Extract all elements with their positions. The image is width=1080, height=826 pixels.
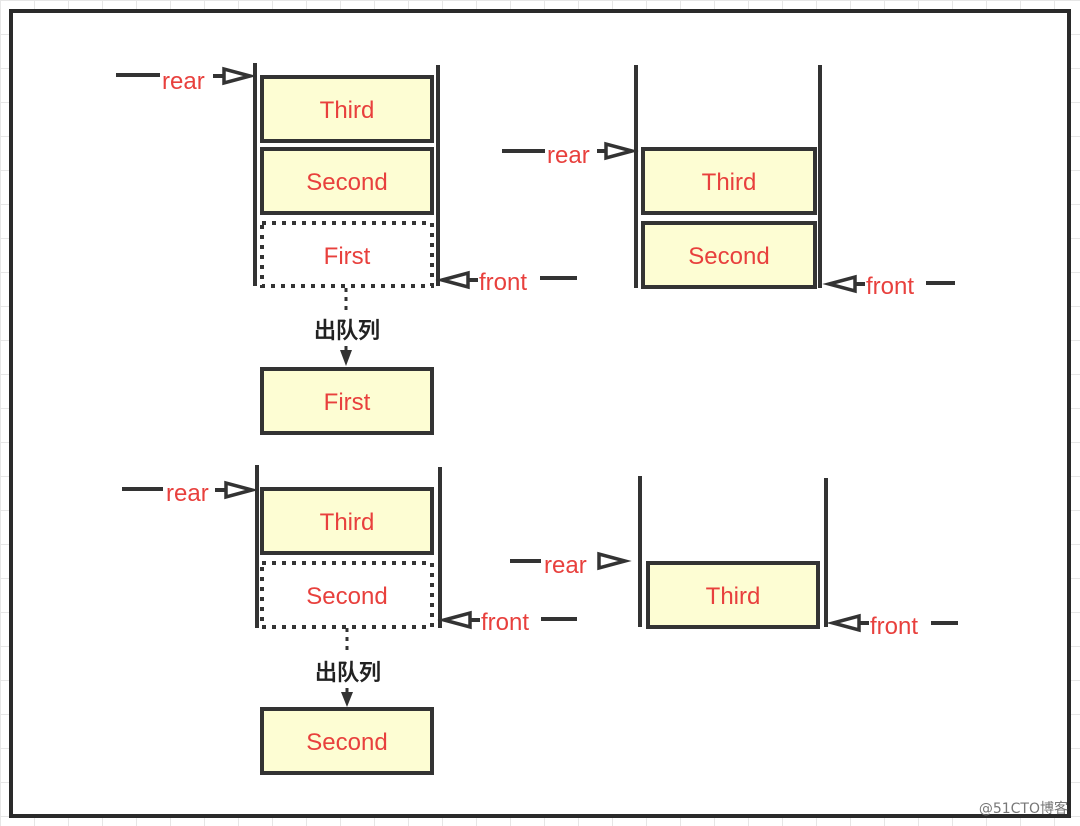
rear-arrow-icon xyxy=(604,141,639,161)
rear-label: rear xyxy=(166,480,209,507)
queue-item-box xyxy=(646,561,820,629)
queue-item-label: Second xyxy=(306,583,387,610)
queue-item-box xyxy=(641,147,817,215)
panel-3-queue: Third Second rear front 出队列 Second xyxy=(122,465,577,775)
queue-item-label: First xyxy=(324,243,371,270)
arrow-down-icon xyxy=(341,692,353,707)
dequeued-slot-box xyxy=(260,221,434,288)
dequeued-slot-box xyxy=(260,561,434,629)
queue-item-label: Second xyxy=(688,243,769,270)
dequeue-label: 出队列 xyxy=(314,319,380,344)
rear-arrow-icon xyxy=(222,66,257,86)
rear-label: rear xyxy=(544,552,587,579)
queue-item-label: Second xyxy=(306,169,387,196)
queue-item-label: Third xyxy=(320,97,375,124)
queue-item-label: Third xyxy=(702,169,757,196)
canvas-border xyxy=(9,9,1071,818)
rear-label: rear xyxy=(162,68,205,95)
dequeued-item-box xyxy=(260,367,434,435)
panel-1-queue: Third Second First rear front 出队列 First xyxy=(116,63,577,435)
dequeued-item-label: Second xyxy=(306,729,387,756)
queue-item-box xyxy=(641,221,817,289)
rear-arrow-icon xyxy=(597,551,632,571)
watermark: @51CTO博客 xyxy=(979,800,1068,817)
front-label: front xyxy=(479,269,527,296)
front-label: front xyxy=(870,613,918,640)
queue-item-box xyxy=(260,487,434,555)
panel-2-queue: Third Second rear front xyxy=(502,65,955,300)
dequeued-item-box xyxy=(260,707,434,775)
dequeue-label: 出队列 xyxy=(315,661,381,686)
queue-item-label: Third xyxy=(320,509,375,536)
front-label: front xyxy=(866,273,914,300)
arrow-down-icon xyxy=(340,350,352,366)
queue-item-box xyxy=(260,147,434,215)
front-label: front xyxy=(481,609,529,636)
dequeued-item-label: First xyxy=(324,389,371,416)
panel-4-queue: Third rear front xyxy=(510,476,958,640)
rear-label: rear xyxy=(547,142,590,169)
queue-item-label: Third xyxy=(706,583,761,610)
rear-arrow-icon xyxy=(224,480,259,500)
queue-item-box xyxy=(260,75,434,143)
